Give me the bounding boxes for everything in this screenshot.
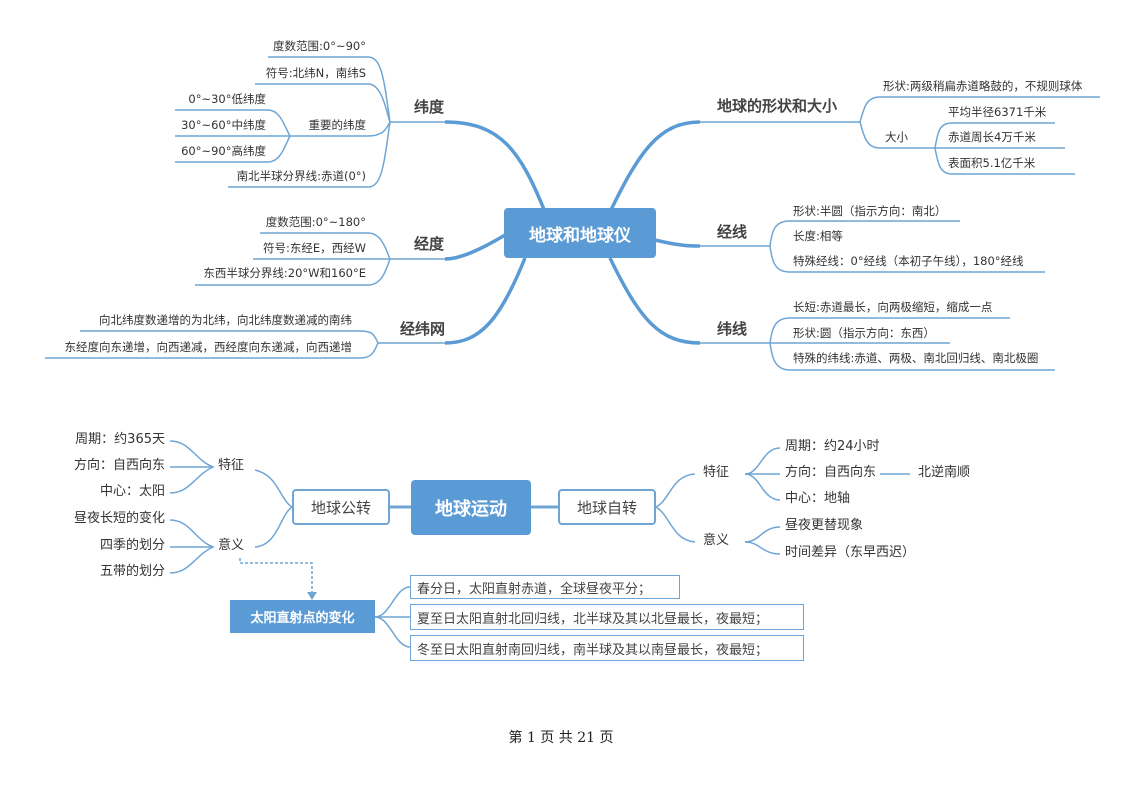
longitude-item: 度数范围:0°~180° [265,215,366,229]
rotation-node[interactable]: 地球自转 [558,489,656,525]
grid-item: 向北纬度数递增的为北纬，向北纬度数递减的南纬 [99,313,352,327]
center-node[interactable]: 地球和地球仪 [504,208,656,258]
revolution-meaning: 意义 [218,538,245,553]
rotation-feature-item: 中心：地轴 [785,491,851,506]
sun-item-summer: 夏至日太阳直射北回归线，北半球及其以北昼最长，夜最短； [410,604,804,630]
latitude-symbol: 符号:北纬N，南纬S [265,66,366,80]
meridian-item: 特殊经线：0°经线（本初子午线），180°经线 [793,254,1024,268]
shape-node[interactable]: 地球的形状和大小 [717,97,838,115]
revolution-feature-item: 中心：太阳 [99,484,165,499]
parallel-node[interactable]: 纬线 [717,320,748,338]
meridian-node[interactable]: 经线 [717,223,748,241]
revolution-node[interactable]: 地球公转 [292,489,390,525]
longitude-node[interactable]: 经度 [414,235,445,253]
rotation-features: 特征 [703,465,730,480]
revolution-meaning-item: 五带的划分 [99,564,165,579]
latitude-node[interactable]: 纬度 [414,98,445,116]
latitude-mid: 30°~60°中纬度 [181,118,266,132]
revolution-meaning-item: 四季的划分 [99,538,165,553]
parallel-item: 特殊的纬线:赤道、两极、南北回归线、南北极圈 [793,351,1039,365]
rotation-meaning-item: 昼夜更替现象 [785,518,864,533]
revolution-feature-item: 方向：自西向东 [73,458,165,473]
grid-node[interactable]: 经纬网 [400,320,446,338]
revolution-meaning-item: 昼夜长短的变化 [73,511,165,526]
revolution-features: 特征 [218,458,245,473]
latitude-low: 0°~30°低纬度 [188,92,266,106]
rotation-direction-note: 北逆南顺 [918,465,971,480]
grid-item: 东经度向东递增，向西递减，西经度向东递减，向西递增 [64,340,353,354]
parallel-item: 形状:圆（指示方向：东西） [793,326,935,340]
latitude-divide: 南北半球分界线:赤道(0°) [236,169,366,183]
rotation-meaning: 意义 [703,533,730,548]
sun-item-equinox: 春分日，太阳直射赤道，全球昼夜平分； [410,575,680,599]
size-node: 大小 [885,130,908,144]
revolution-feature-item: 周期：约365天 [75,432,165,447]
latitude-important: 重要的纬度 [308,118,367,132]
latitude-range: 度数范围:0°~90° [273,39,366,53]
rotation-feature-item: 周期：约24小时 [785,439,880,454]
longitude-item: 东西半球分界线:20°W和160°E [203,266,366,280]
longitude-item: 符号:东经E，西经W [262,241,366,255]
sun-item-winter: 冬至日太阳直射南回归线，南半球及其以南昼最长，夜最短； [410,635,804,661]
shape-form: 形状:两级稍扁赤道略鼓的，不规则球体 [883,79,1083,93]
rotation-feature-item: 方向：自西向东 [785,465,877,480]
latitude-high: 60°~90°高纬度 [181,144,266,158]
meridian-item: 形状:半圆（指示方向：南北） [793,204,947,218]
earth-motion-node[interactable]: 地球运动 [411,480,531,535]
size-item: 赤道周长4万千米 [948,130,1036,144]
page-footer: 第 1 页 共 21 页 [508,730,614,746]
size-item: 表面积5.1亿千米 [948,156,1036,170]
parallel-item: 长短:赤道最长，向两极缩短，缩成一点 [793,300,993,314]
sun-direct-point-node[interactable]: 太阳直射点的变化 [230,600,375,633]
size-item: 平均半径6371千米 [948,105,1047,119]
meridian-item: 长度:相等 [793,229,843,243]
rotation-meaning-item: 时间差异（东早西迟） [785,545,916,560]
